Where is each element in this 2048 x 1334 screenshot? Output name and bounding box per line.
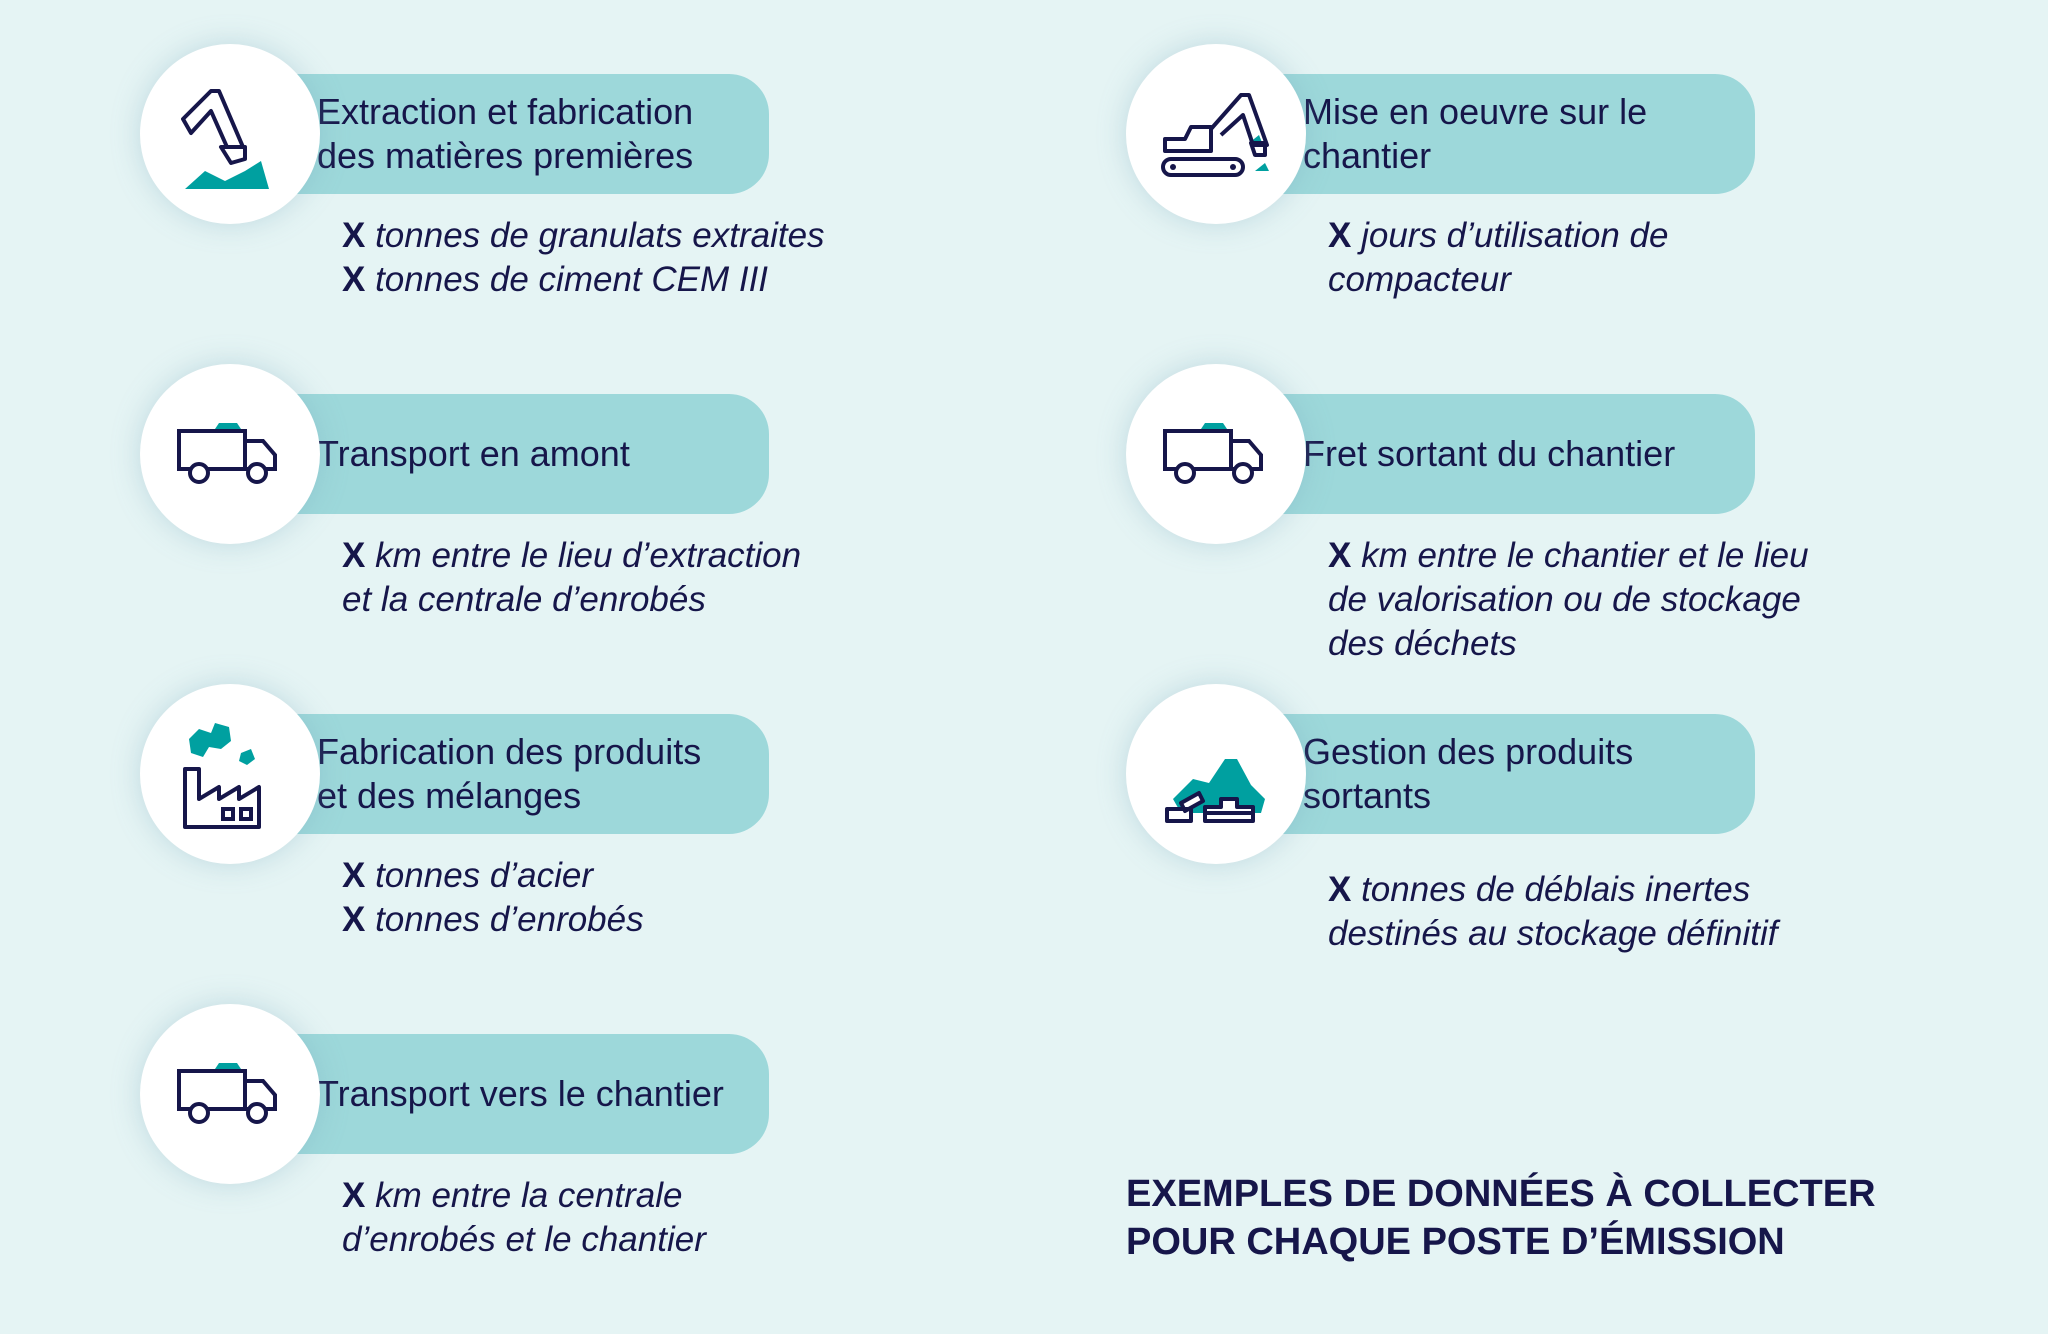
emission-card-extraction: Extraction et fabrication des matières p… — [140, 44, 1060, 374]
card-title: Fabrication des produits et des mélanges — [317, 731, 702, 816]
card-icon-circle — [1126, 364, 1306, 544]
data-line: X km entre la centrale d’enrobés et le c… — [342, 1174, 706, 1262]
emission-card-fabrication: Fabrication des produits et des mélanges… — [140, 684, 1060, 1014]
data-line: X tonnes de ciment CEM III — [342, 258, 825, 302]
x-marker: X — [342, 216, 366, 255]
data-text: tonnes de déblais inertes destinés au st… — [1328, 870, 1778, 953]
data-text: km entre le chantier et le lieu de valor… — [1328, 536, 1809, 663]
truck-icon — [177, 1061, 277, 1124]
emission-card-mise-en-oeuvre: Mise en oeuvre sur le chantier X jours d… — [1126, 44, 2046, 374]
card-icon-circle — [1126, 44, 1306, 224]
card-data-examples: X jours d’utilisation de compacteur — [1328, 214, 1668, 302]
data-line: X tonnes d’enrobés — [342, 898, 644, 942]
card-icon-circle — [140, 684, 320, 864]
card-title: Transport en amont — [317, 433, 630, 474]
card-title: Fret sortant du chantier — [1303, 433, 1676, 474]
data-line: X km entre le lieu d’extraction et la ce… — [342, 534, 801, 622]
excavator-machine-icon — [1161, 93, 1269, 177]
truck-icon — [177, 421, 277, 484]
data-line: X jours d’utilisation de compacteur — [1328, 214, 1668, 302]
x-marker: X — [342, 536, 366, 575]
card-data-examples: X tonnes de déblais inertes destinés au … — [1328, 868, 1777, 956]
data-text: km entre la centrale d’enrobés et le cha… — [342, 1176, 706, 1259]
card-data-examples: X km entre le lieu d’extraction et la ce… — [342, 534, 801, 622]
card-title: Mise en oeuvre sur le chantier — [1303, 91, 1648, 176]
data-line: X km entre le chantier et le lieu de val… — [1328, 534, 1809, 666]
waste-pile-icon — [1165, 759, 1265, 823]
data-text: tonnes d’enrobés — [365, 900, 644, 939]
infographic-caption: EXEMPLES DE DONNÉES À COLLECTER POUR CHA… — [1126, 1173, 1876, 1263]
x-marker: X — [342, 856, 366, 895]
data-text: tonnes de granulats extraites — [365, 216, 825, 255]
card-data-examples: X km entre le chantier et le lieu de val… — [1328, 534, 1809, 666]
x-marker: X — [342, 1176, 366, 1215]
x-marker: X — [342, 260, 366, 299]
card-title: Transport vers le chantier — [317, 1073, 724, 1114]
data-text: tonnes d’acier — [365, 856, 593, 895]
excavator-pile-icon — [181, 89, 269, 189]
data-text: jours d’utilisation de compacteur — [1328, 216, 1669, 299]
factory-icon — [183, 723, 261, 829]
emission-card-gestion-sortants: Gestion des produits sortants X tonnes d… — [1126, 684, 2046, 1014]
emission-card-fret-sortant: Fret sortant du chantier X km entre le c… — [1126, 364, 2046, 694]
card-icon-circle — [1126, 684, 1306, 864]
data-text: km entre le lieu d’extraction et la cent… — [342, 536, 802, 619]
card-icon-circle — [140, 44, 320, 224]
x-marker: X — [342, 900, 366, 939]
card-title: Gestion des produits sortants — [1303, 731, 1634, 816]
data-line: X tonnes de déblais inertes destinés au … — [1328, 868, 1777, 956]
x-marker: X — [1328, 870, 1352, 909]
x-marker: X — [1328, 536, 1352, 575]
card-icon-circle — [140, 1004, 320, 1184]
data-text: tonnes de ciment CEM III — [365, 260, 769, 299]
data-line: X tonnes d’acier — [342, 854, 644, 898]
data-line: X tonnes de granulats extraites — [342, 214, 825, 258]
card-data-examples: X km entre la centrale d’enrobés et le c… — [342, 1174, 706, 1262]
card-icon-circle — [140, 364, 320, 544]
x-marker: X — [1328, 216, 1352, 255]
card-title: Extraction et fabrication des matières p… — [317, 91, 694, 176]
emission-card-transport-chantier: Transport vers le chantier X km entre la… — [140, 1004, 1060, 1334]
emission-card-transport-amont: Transport en amont X km entre le lieu d’… — [140, 364, 1060, 694]
truck-icon — [1163, 421, 1263, 484]
